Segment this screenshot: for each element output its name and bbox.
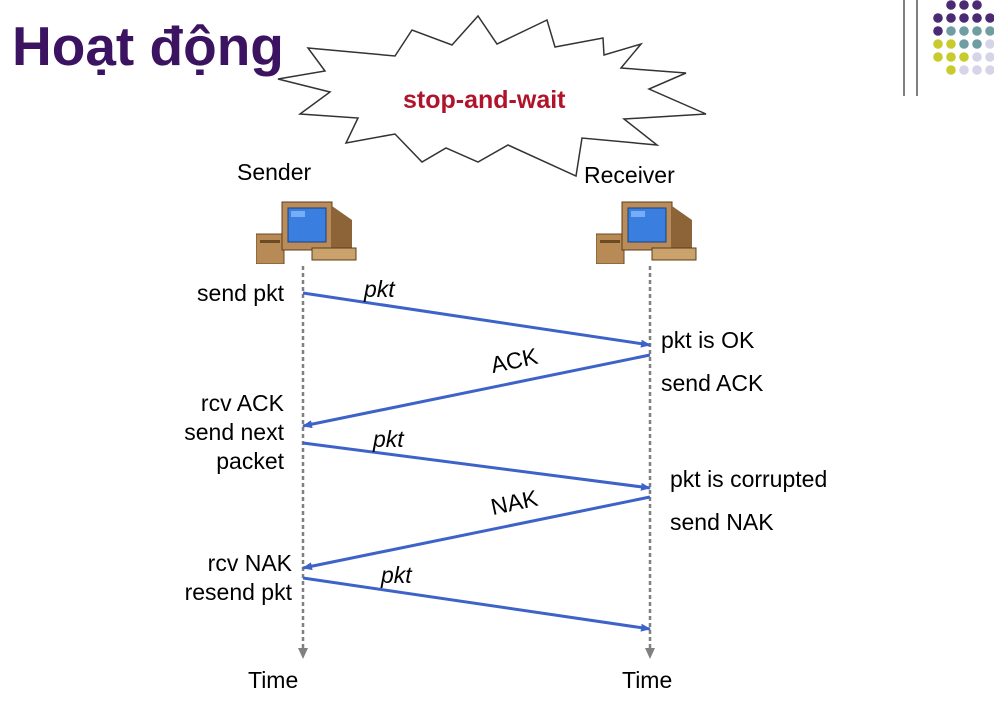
decor-dot [946, 13, 956, 23]
event-rcv-nak: rcv NAK [207, 550, 292, 576]
receiver-computer-icon [596, 201, 697, 264]
decor-dot [985, 39, 994, 49]
event-send-pkt: send pkt [197, 280, 284, 306]
decor-dot [972, 65, 982, 75]
decor-dot [946, 39, 956, 49]
decor-dot [985, 26, 994, 36]
event-resend-pkt: resend pkt [184, 579, 292, 605]
decor-dot [933, 52, 943, 62]
receiver-timeline-arrowhead [645, 648, 655, 659]
event-send-next: send next [184, 419, 284, 445]
decor-dot [933, 39, 943, 49]
slide-title: Hoạt động [12, 15, 284, 77]
decor-dot [985, 13, 994, 23]
decor-dot [959, 26, 969, 36]
decor-dot [959, 39, 969, 49]
decor-dot [985, 52, 994, 62]
decor-dot [972, 52, 982, 62]
decor-dot [959, 13, 969, 23]
decor-dot [933, 26, 943, 36]
ack-arrow [302, 353, 651, 429]
event-rcv-ack: rcv ACK [200, 390, 284, 416]
decor-dot [933, 13, 943, 23]
decor-dot [972, 39, 982, 49]
sender-computer-icon [256, 201, 357, 264]
sender-time-label: Time [248, 667, 299, 693]
corner-dot-grid [933, 0, 994, 75]
decor-dot [959, 65, 969, 75]
msg-pkt-3: pkt [381, 562, 412, 588]
event-pkt-corrupted: pkt is corrupted [670, 466, 828, 492]
decor-dot [985, 65, 994, 75]
pkt-arrow-1 [302, 291, 651, 348]
decor-dot [946, 0, 956, 10]
sender-timeline-arrowhead [298, 648, 308, 659]
pkt-arrow-3 [302, 576, 651, 632]
event-send-ack: send ACK [661, 370, 764, 396]
protocol-badge: stop-and-wait [403, 86, 566, 114]
decor-dot [972, 13, 982, 23]
msg-pkt-2: pkt [373, 426, 404, 452]
decor-dot [972, 0, 982, 10]
event-packet: packet [216, 448, 284, 474]
decor-dot [972, 26, 982, 36]
decor-dot [946, 65, 956, 75]
event-send-nak: send NAK [670, 509, 774, 535]
nak-arrow [302, 495, 651, 571]
sender-label: Sender [237, 159, 312, 185]
msg-pkt-1: pkt [364, 276, 395, 302]
receiver-time-label: Time [622, 667, 673, 693]
decor-dot [959, 52, 969, 62]
decor-dot [946, 52, 956, 62]
pkt-arrow-2 [302, 441, 651, 491]
receiver-label: Receiver [584, 162, 675, 188]
decor-dot [959, 0, 969, 10]
event-pkt-ok: pkt is OK [661, 327, 755, 353]
decor-dot [946, 26, 956, 36]
